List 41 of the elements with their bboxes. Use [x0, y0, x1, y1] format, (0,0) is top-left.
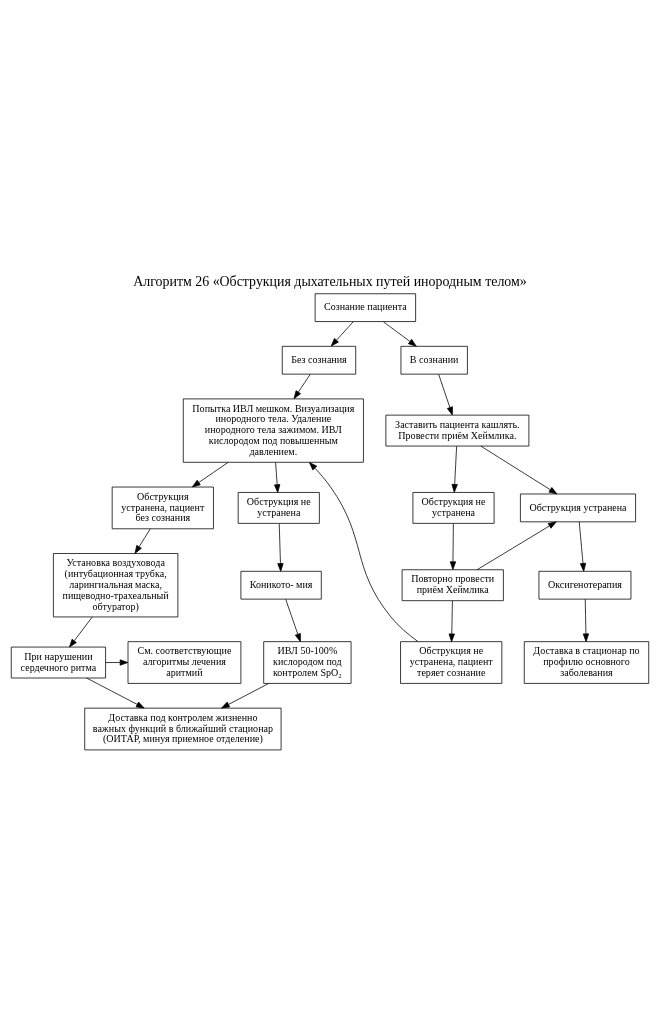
node-box: Без сознания	[281, 345, 357, 375]
arrow	[480, 445, 558, 494]
arrow	[221, 682, 270, 708]
arrow	[309, 461, 419, 642]
node-box: Коникото- мия	[240, 570, 322, 600]
arrow	[274, 461, 281, 493]
arrow	[134, 527, 151, 554]
node-box: Повторно провести приём Хеймлика	[401, 568, 504, 601]
arrow	[578, 521, 587, 572]
node-box: Установка воздуховода (интубационная трубка, ларингиальная маска, пищеводно-трахеальный обтуратор)	[53, 552, 179, 617]
node-box: Попытка ИВЛ мешком. Визуализация инородного тела. Удаление инородного тела зажимом. ИВЛ кислородом под повышенным давлением.	[182, 398, 364, 463]
node-box: Оксигенотерапия	[538, 570, 632, 600]
arrow	[285, 598, 301, 642]
arrow	[293, 373, 311, 399]
arrow	[330, 320, 354, 346]
node-box: Обструкция не устранена	[237, 491, 320, 524]
arrow	[476, 521, 557, 570]
arrow	[191, 461, 229, 487]
diagram-title: Алгоритм 26 «Обструкция дыхательных путей инородным телом»	[133, 273, 527, 289]
node-box: ИВЛ 50-100% кислородом под контролем SpO₂	[263, 640, 352, 684]
arrow	[448, 600, 455, 642]
arrow	[438, 373, 453, 415]
node-box: См. соответствующие алгоритмы лечения аритмий	[127, 640, 242, 684]
node-box: Доставка под контролем жизненно важных функций в ближайший стационар (ОИТАР, минуя приемное отделение)	[84, 707, 282, 750]
node-box: Доставка в стационар по профилю основного заболевания	[523, 640, 650, 684]
node-box: Заставить пациента кашлять. Провести приём Хеймлика.	[385, 414, 530, 446]
node-box: В сознании	[400, 345, 468, 375]
arrow	[69, 616, 93, 647]
arrow	[451, 445, 458, 493]
arrow	[383, 320, 417, 347]
arrow	[582, 598, 589, 642]
arrow	[105, 658, 129, 666]
node-box: Обструкция устранена	[520, 493, 636, 522]
arrow	[86, 677, 145, 708]
node-box: Обструкция не устранена, пациент теряет сознание	[400, 640, 503, 684]
node-box: Обструкция не устранена	[412, 491, 495, 524]
node-box: При нарушении сердечного ритма	[10, 646, 106, 678]
arrow	[277, 522, 284, 572]
node-box: Сознание пациента	[314, 292, 416, 322]
node-box: Обструкция устранена, пациент без сознания	[111, 486, 214, 529]
arrow	[449, 522, 457, 570]
